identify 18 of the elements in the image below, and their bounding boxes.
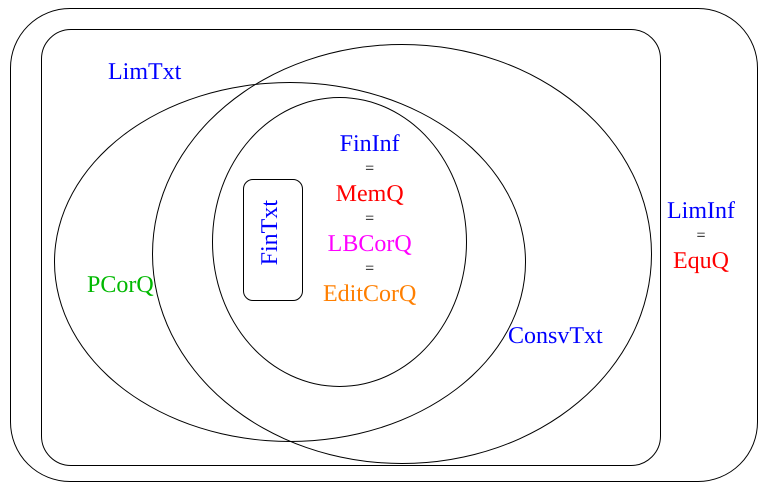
- set-label: PCorQ: [87, 273, 154, 297]
- equals-sign: =: [696, 228, 706, 244]
- rounded-region: [41, 29, 661, 466]
- set-label: LimTxt: [108, 60, 182, 84]
- set-label: LBCorQ: [328, 232, 412, 256]
- equals-sign: =: [365, 211, 374, 227]
- equals-sign: =: [365, 161, 374, 177]
- rounded-rectangle-region: [243, 179, 303, 301]
- ellipse-region: [212, 97, 467, 387]
- set-label: EquQ: [672, 249, 729, 273]
- rounded-region: [10, 8, 758, 482]
- set-label: FinTxt: [258, 200, 282, 266]
- set-label: ConsvTxt: [508, 324, 603, 348]
- set-label: MemQ: [336, 182, 404, 206]
- set-label: FinInf: [340, 132, 400, 156]
- set-label: LimInf: [667, 199, 735, 223]
- equals-sign: =: [365, 261, 374, 277]
- set-label: EditCorQ: [323, 282, 416, 306]
